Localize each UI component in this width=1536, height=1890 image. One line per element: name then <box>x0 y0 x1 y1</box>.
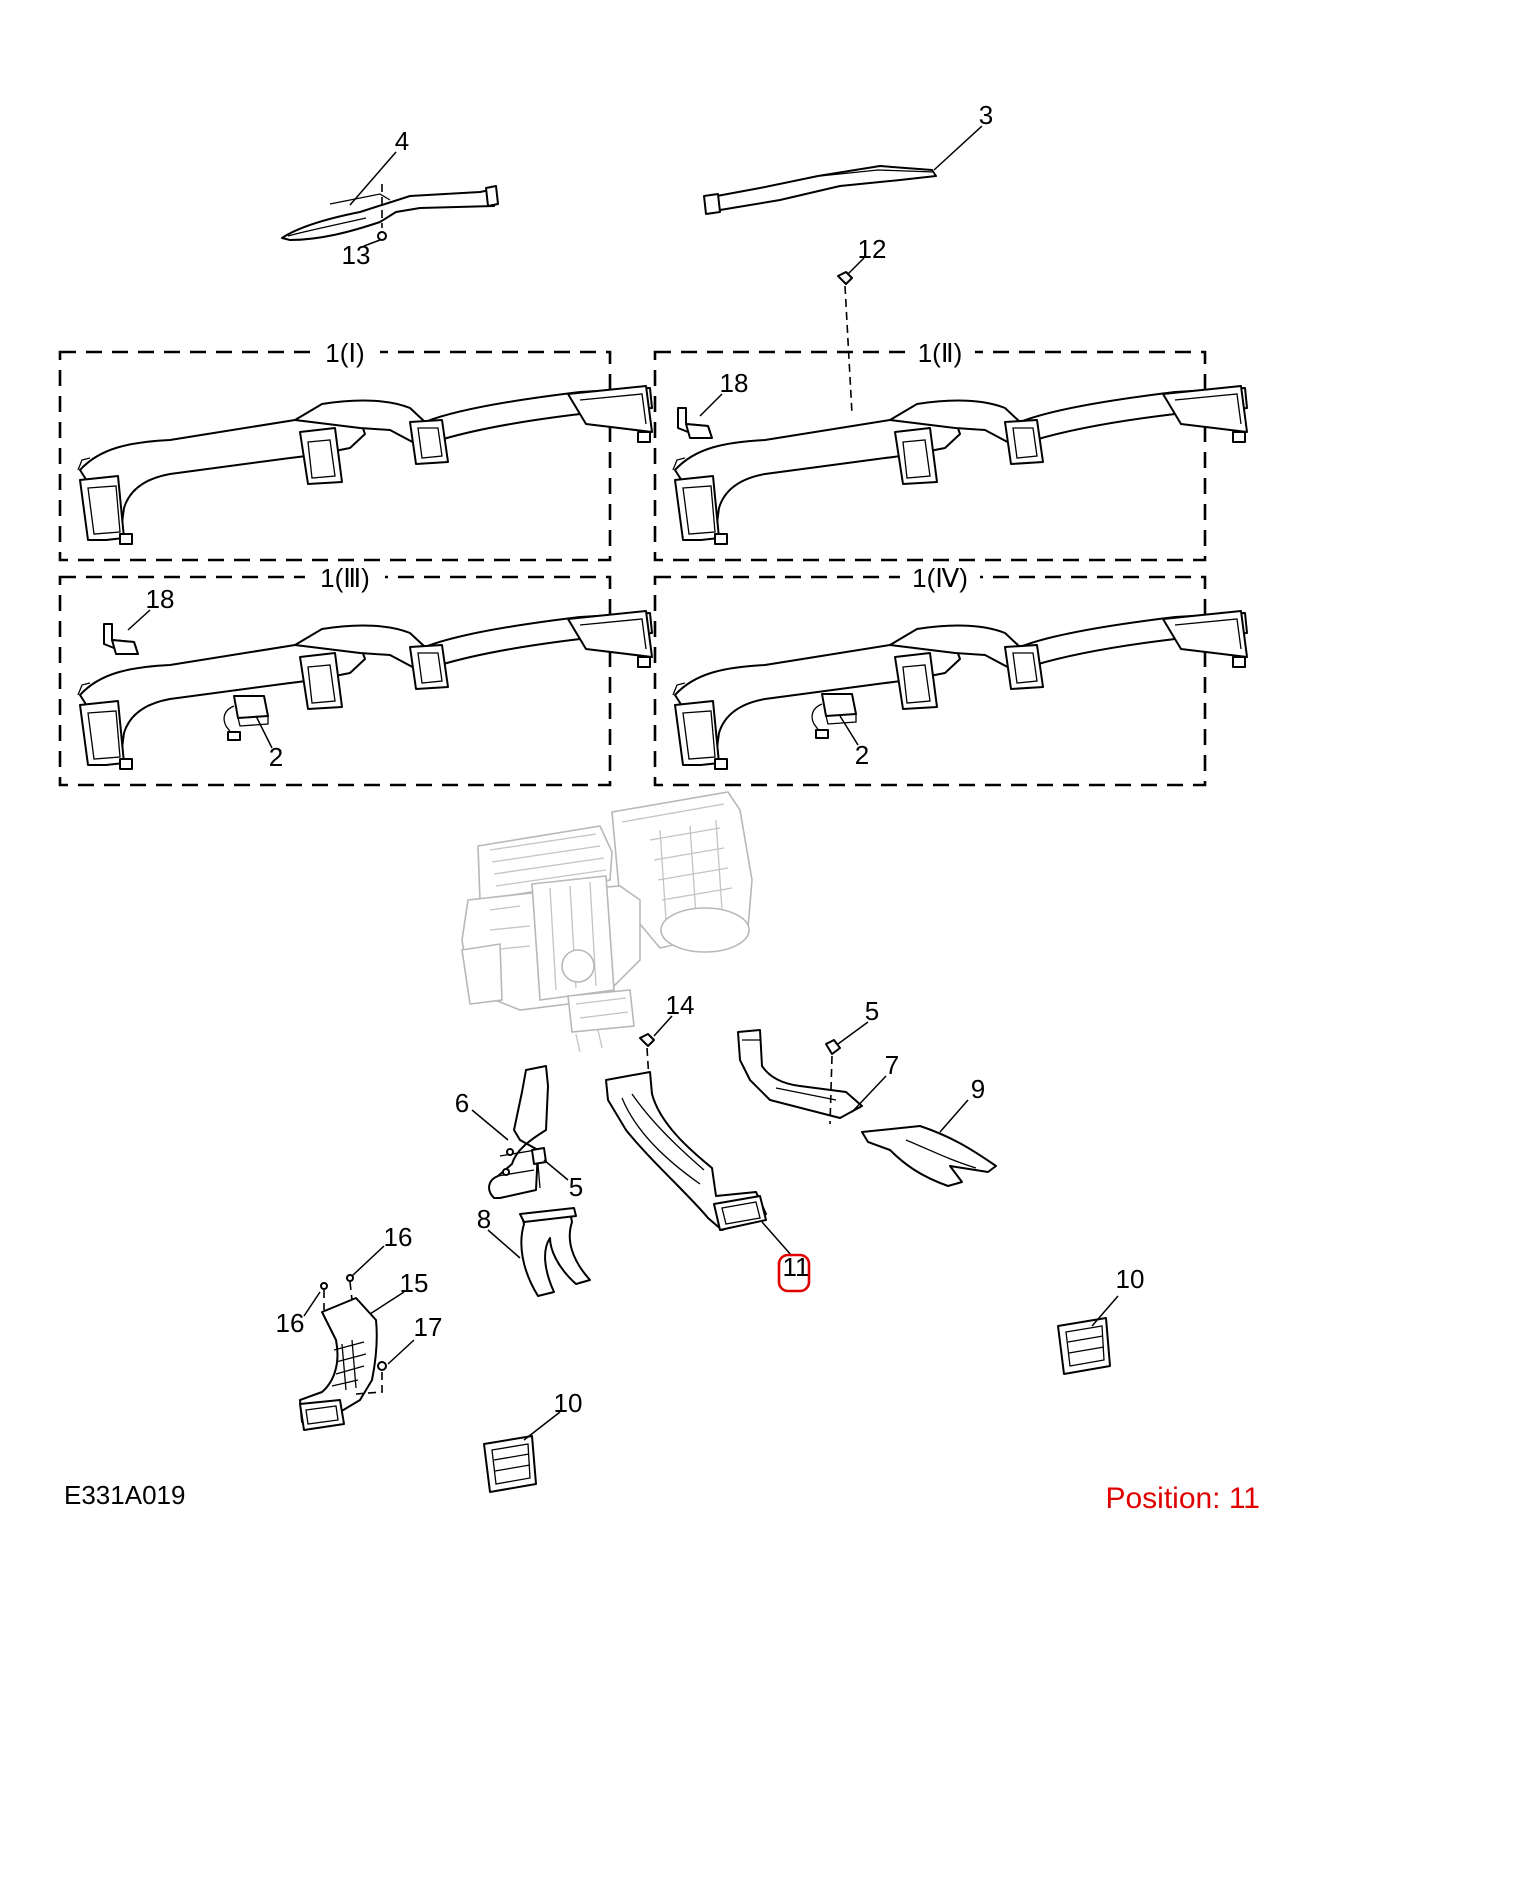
variant-box-1: 1(Ⅰ) <box>58 338 653 562</box>
part-1-duct-variant-4[interactable] <box>672 610 1248 770</box>
part-18-bracket-a[interactable] <box>677 407 713 439</box>
callout-labels: 4 3 13 12 18 18 2 2 14 5 7 9 6 5 8 11 10… <box>146 100 1145 1418</box>
part-3-duct[interactable] <box>703 165 937 215</box>
callout-4[interactable]: 4 <box>395 126 409 156</box>
callout-7[interactable]: 7 <box>885 1050 899 1080</box>
callout-16-a[interactable]: 16 <box>384 1222 413 1252</box>
variant-box-3: 1(Ⅲ) <box>58 563 653 787</box>
hvac-unit-ghost <box>461 791 753 1053</box>
callout-8[interactable]: 8 <box>477 1204 491 1234</box>
callout-10-b[interactable]: 10 <box>554 1388 583 1418</box>
callout-2-a[interactable]: 2 <box>269 742 283 772</box>
part-8-duct[interactable] <box>519 1207 591 1297</box>
variant-title-4: 1(Ⅳ) <box>912 563 968 593</box>
part-16-screw-a[interactable] <box>320 1282 328 1290</box>
part-10-vent-b[interactable] <box>483 1435 537 1493</box>
part-2-sensor-a[interactable] <box>223 695 269 741</box>
part-7-duct[interactable] <box>737 1029 863 1119</box>
part-5-clip-b[interactable] <box>825 1039 841 1055</box>
part-18-bracket-b[interactable] <box>103 623 139 655</box>
part-16-screw-b[interactable] <box>346 1274 354 1282</box>
part-10-vent-a[interactable] <box>1057 1317 1111 1375</box>
callout-17[interactable]: 17 <box>414 1312 443 1342</box>
part-6-duct[interactable] <box>488 1065 549 1199</box>
callout-5-a[interactable]: 5 <box>569 1172 583 1202</box>
callout-6[interactable]: 6 <box>455 1088 469 1118</box>
diagram-code: E331A019 <box>64 1480 185 1510</box>
part-12-screw[interactable] <box>837 271 853 285</box>
part-1-duct-variant-1[interactable] <box>77 385 653 545</box>
position-indicator: Position: 11 <box>1105 1482 1260 1515</box>
part-9-duct[interactable] <box>861 1125 997 1187</box>
position-highlight <box>777 1253 811 1293</box>
part-12-dashline <box>844 285 853 415</box>
callout-10-a[interactable]: 10 <box>1116 1264 1145 1294</box>
part-11-duct[interactable] <box>605 1071 767 1231</box>
callout-18-a[interactable]: 18 <box>720 368 749 398</box>
callout-14[interactable]: 14 <box>666 990 695 1020</box>
variant-title-1: 1(Ⅰ) <box>325 338 364 368</box>
part-17-screw[interactable] <box>377 1361 387 1371</box>
part-16-dashline-b <box>349 1281 353 1301</box>
part-15-duct[interactable] <box>299 1297 378 1431</box>
variant-title-3: 1(Ⅲ) <box>320 563 370 593</box>
callout-18-b[interactable]: 18 <box>146 584 175 614</box>
callout-5-b[interactable]: 5 <box>865 996 879 1026</box>
part-5-dashline <box>829 1055 833 1125</box>
part-17-dashline <box>355 1372 383 1395</box>
callout-3[interactable]: 3 <box>979 100 993 130</box>
part-13-screw[interactable] <box>377 231 387 241</box>
leader-lines <box>127 125 1119 1441</box>
part-14-screw[interactable] <box>639 1033 655 1047</box>
variant-title-2: 1(Ⅱ) <box>918 338 963 368</box>
variant-box-2: 1(Ⅱ) <box>653 338 1248 562</box>
callout-12[interactable]: 12 <box>858 234 887 264</box>
part-4-duct[interactable] <box>281 185 499 241</box>
callout-9[interactable]: 9 <box>971 1074 985 1104</box>
callout-13[interactable]: 13 <box>342 240 371 270</box>
part-1-duct-variant-2[interactable] <box>672 385 1248 545</box>
variant-box-4: 1(Ⅳ) <box>653 563 1248 787</box>
part-1-duct-variant-3[interactable] <box>77 610 653 770</box>
callout-2-b[interactable]: 2 <box>855 740 869 770</box>
callout-16-b[interactable]: 16 <box>276 1308 305 1338</box>
callout-15[interactable]: 15 <box>400 1268 429 1298</box>
